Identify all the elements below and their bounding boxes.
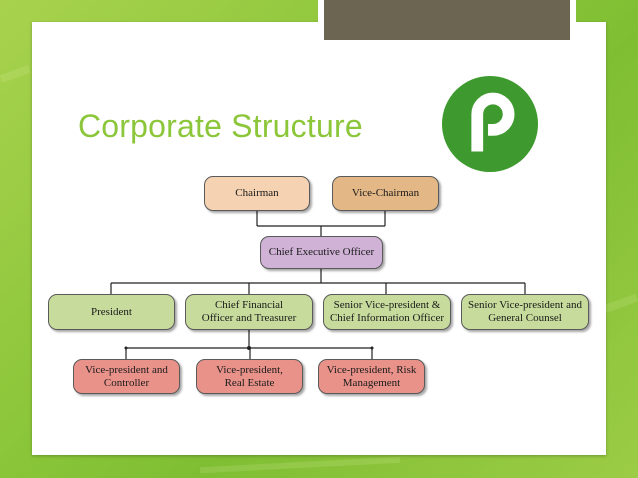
cfo-box: Chief Financial Officer and Treasurer	[185, 294, 313, 330]
president-label: President	[91, 305, 132, 318]
cfo-label-line1: Chief Financial	[214, 299, 284, 311]
cio-label-line1: Senior Vice-president &	[333, 299, 441, 311]
vp-controller-label-line2: Controller	[103, 376, 150, 389]
slide-title: Corporate Structure	[78, 108, 363, 144]
vice-chairman-box: Vice-Chairman	[332, 176, 439, 211]
chairman-label: Chairman	[235, 187, 279, 199]
vp-risk-management-label-line2: Management	[342, 376, 401, 389]
general-counsel-label-line2: General Counsel	[488, 312, 562, 324]
vp-real-estate-label-line2: Real Estate	[224, 376, 275, 389]
ceo-box: Chief Executive Officer	[260, 236, 383, 269]
general-counsel-label-line1: Senior Vice-president and	[468, 299, 582, 311]
vp-controller-box: Vice-president and Controller	[73, 359, 180, 394]
vp-real-estate-box: Vice-president, Real Estate	[196, 359, 303, 394]
vp-real-estate-label-line1: Vice-president,	[216, 363, 283, 376]
publix-logo-icon	[441, 75, 539, 173]
cfo-label-line2: Officer and Treasurer	[201, 312, 297, 324]
top-image-panel	[324, 0, 570, 40]
chairman-box: Chairman	[204, 176, 310, 211]
vp-controller-label-line1: Vice-president and	[85, 363, 168, 376]
vice-chairman-label: Vice-Chairman	[351, 187, 420, 199]
vp-risk-management-label-line1: Vice-president, Risk	[326, 363, 417, 376]
president-box: President	[48, 294, 175, 330]
vp-risk-management-box: Vice-president, Risk Management	[318, 359, 425, 394]
cio-label-line2: Chief Information Officer	[329, 312, 445, 324]
ceo-label: Chief Executive Officer	[268, 246, 375, 258]
cio-box: Senior Vice-president & Chief Informatio…	[323, 294, 451, 330]
general-counsel-box: Senior Vice-president and General Counse…	[461, 294, 589, 330]
